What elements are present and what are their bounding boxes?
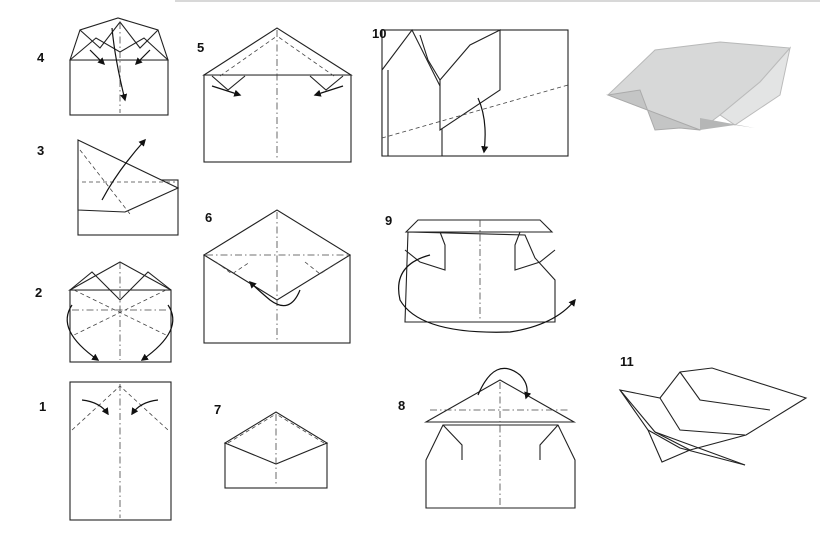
step-6-diagram — [202, 209, 352, 344]
step-label-6: 6 — [205, 210, 212, 225]
step-7-diagram — [223, 411, 329, 489]
step-label-1: 1 — [39, 399, 46, 414]
step-1-diagram — [69, 381, 172, 521]
step-label-11: 11 — [620, 354, 634, 369]
step-label-9: 9 — [385, 213, 392, 228]
step-9-diagram — [398, 219, 576, 333]
finished-plane-photo — [606, 41, 792, 131]
step-label-2: 2 — [35, 285, 42, 300]
step-5-diagram — [202, 27, 353, 163]
step-label-7: 7 — [214, 402, 221, 417]
step-label-5: 5 — [197, 40, 204, 55]
step-label-4: 4 — [37, 50, 45, 65]
step-2-diagram — [66, 261, 174, 363]
step-8-diagram — [423, 367, 577, 509]
step-label-3: 3 — [37, 143, 44, 158]
step-label-8: 8 — [398, 398, 405, 413]
step-10-diagram — [381, 28, 569, 157]
step-4-diagram — [69, 17, 169, 116]
step-3-diagram — [77, 138, 180, 236]
step-label-10: 10 — [372, 26, 386, 41]
step-11-diagram — [618, 367, 808, 466]
